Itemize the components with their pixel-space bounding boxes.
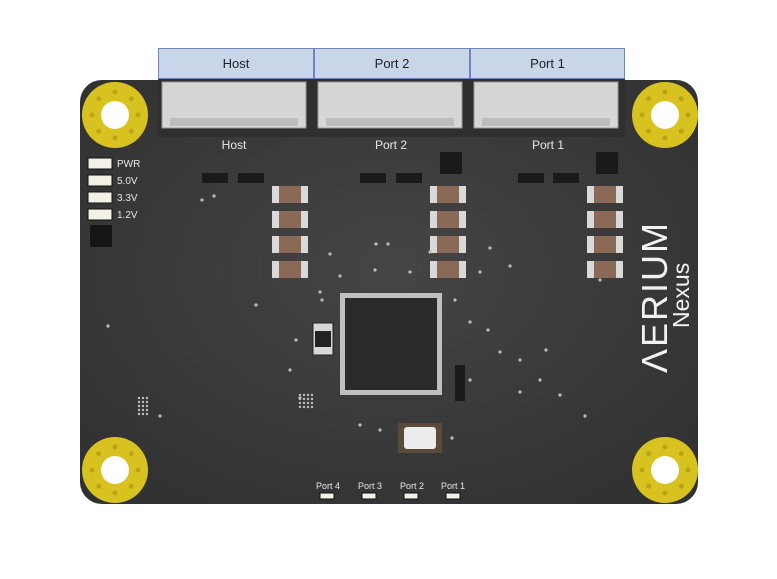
- callout-host: Host: [158, 48, 314, 79]
- callout-port1: Port 1: [470, 48, 625, 79]
- crystal-oscillator: [398, 423, 442, 453]
- connector-port1: [470, 79, 625, 137]
- silk-port2-led: Port 2: [400, 481, 424, 491]
- silk-port1-led: Port 1: [441, 481, 465, 491]
- silk-port1-label: Port 1: [532, 138, 564, 152]
- silk-port3-led: Port 3: [358, 481, 382, 491]
- silk-port4-led: Port 4: [316, 481, 340, 491]
- main-processor-chip: [340, 293, 442, 395]
- silk-5v-label: 5.0V: [117, 176, 138, 187]
- pcb-substrate: [80, 80, 698, 504]
- connector-port2: [314, 79, 470, 137]
- port-leds: [319, 492, 461, 500]
- silk-pwr-label: PWR: [117, 159, 140, 170]
- brand-product-name: Nexus: [668, 263, 694, 328]
- via-pattern: [106, 194, 602, 440]
- connector-driver-chips: [202, 152, 618, 183]
- resistor-pack: [455, 365, 465, 401]
- silk-port2-label: Port 2: [375, 138, 407, 152]
- callout-port2: Port 2: [314, 48, 470, 79]
- brand-logo: ΛERIUM: [634, 221, 675, 373]
- status-led-column: [87, 157, 113, 247]
- capacitor-array: [272, 186, 623, 278]
- silk-33v-label: 3.3V: [117, 193, 138, 204]
- silk-host-label: Host: [222, 138, 247, 152]
- silk-12v-label: 1.2V: [117, 210, 138, 221]
- connector-host: [158, 79, 314, 137]
